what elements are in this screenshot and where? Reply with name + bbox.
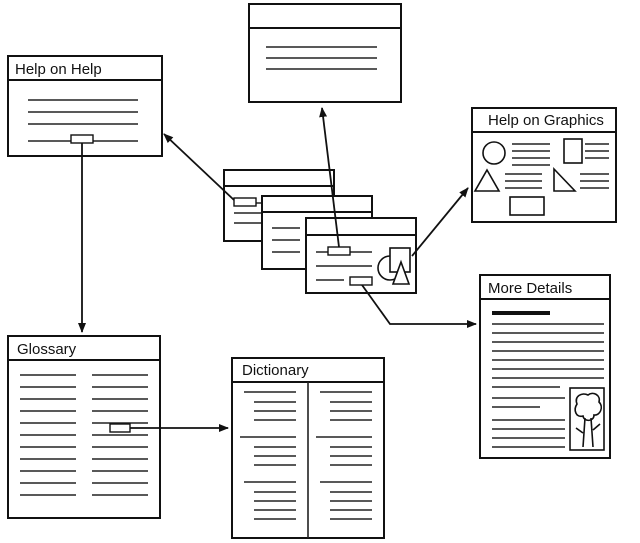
help-on-graphics-window[interactable]: Help on Graphics: [471, 107, 617, 223]
hyperlink-anchor[interactable]: [70, 134, 94, 144]
hyperlink-anchor[interactable]: [327, 246, 351, 256]
link-arrow-help-on-graphics: [411, 187, 469, 257]
glossary-title: Glossary: [17, 341, 77, 358]
hyperlink-anchor[interactable]: [109, 423, 131, 433]
more-details-window[interactable]: More Details: [479, 274, 611, 459]
link-arrow-top-window: [319, 107, 340, 248]
stacked-page-front[interactable]: [305, 217, 417, 294]
rectangle-shape-icon: [563, 138, 583, 164]
glossary-window[interactable]: Glossary: [7, 335, 161, 519]
triangle-shape-icon: [391, 259, 411, 285]
dictionary-title: Dictionary: [242, 362, 309, 379]
help-on-help-window[interactable]: Help on Help: [7, 55, 163, 157]
link-arrow-more-details: [361, 284, 477, 328]
help-on-graphics-title: Help on Graphics: [488, 112, 604, 129]
hyperlink-anchor[interactable]: [349, 276, 373, 286]
triangle-shape-icon: [473, 168, 501, 192]
link-arrow-help-on-help: [163, 133, 235, 201]
more-details-title: More Details: [488, 280, 572, 297]
circle-shape-icon: [482, 141, 506, 165]
tree-image-icon: [569, 387, 605, 451]
dictionary-window[interactable]: Dictionary: [231, 357, 385, 539]
rectangle-shape-icon: [509, 196, 545, 216]
help-on-help-title: Help on Help: [15, 61, 102, 78]
hyperlink-anchor[interactable]: [233, 197, 257, 207]
triangle-shape-icon: [553, 167, 577, 192]
untitled-window[interactable]: [248, 3, 402, 103]
